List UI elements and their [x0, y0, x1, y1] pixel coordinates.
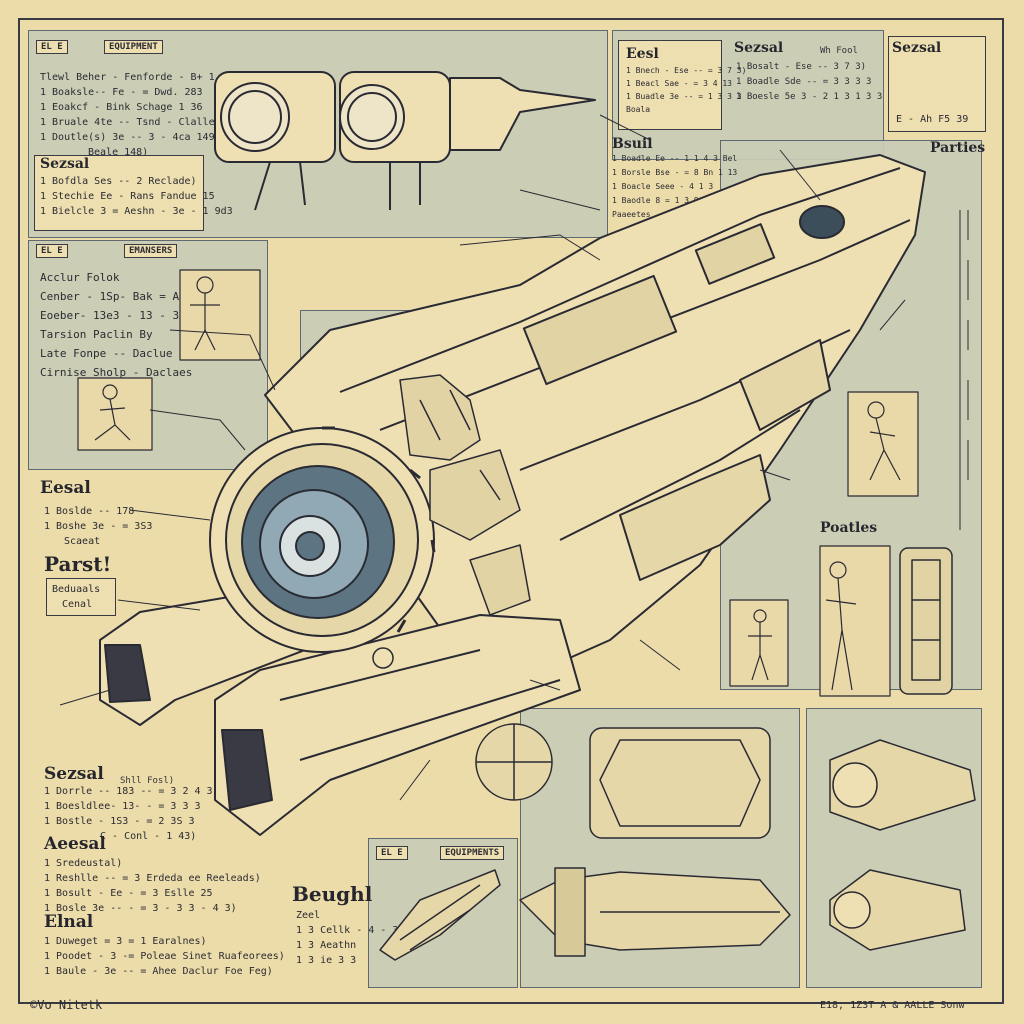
right-edge-ticks: [959, 210, 969, 530]
tag-equipment: EQUIPMENT: [104, 40, 163, 54]
human-figure-sketches: [77, 269, 919, 697]
equipment-list: Tlewl Beher - Fenforde - B+ 1 fal) 1 Boa…: [40, 72, 245, 158]
tag-el-2: EL E: [36, 244, 68, 258]
sezsal-bottom-note: Shll Fosl): [120, 776, 175, 786]
sezsal-bottom-title: Sezsal: [44, 764, 104, 784]
footer-code: E18, 1Z3T A & AALLE Sonw: [820, 1000, 965, 1011]
sezsal-bottom-list: 1 Dorrle -- 183 -- = 3 2 4 3 1 Boesldlee…: [44, 786, 213, 842]
parst-title: Parst!: [44, 552, 112, 576]
eesal-title: Eesal: [40, 478, 91, 498]
footer-signature: ©Vo Nitetk: [30, 998, 103, 1012]
tag-equipments: EQUIPMENTS: [440, 846, 505, 860]
parst-list: Beduaals Cenal: [52, 584, 101, 610]
beughl-title: Beughl: [292, 882, 373, 906]
sezsal-top-note: Wh Fool: [820, 46, 858, 56]
sezsal-tr-box: [888, 36, 986, 132]
eesal-list: 1 Boslde -- 178 1 Boshe 3e - = 3S3 Scaea…: [44, 506, 153, 547]
bsuil-list: 1 Boadle Ee -- 1 1 4 3 Bel 1 Borsle Bse …: [612, 154, 738, 219]
thumbnail-ship-sketch: [379, 869, 501, 961]
main-engine-ring: [209, 426, 436, 653]
sezsal-top-list: 1 Bosalt - Ese -- 3 7 3) 1 Boadle Sde --…: [736, 62, 899, 102]
tag-el-1: EL E: [36, 40, 68, 54]
parties-label: Parties: [930, 140, 986, 156]
sezsal-tr-title: Sezsal: [892, 40, 942, 56]
sezsal-top-title: Sezsal: [734, 40, 784, 56]
sezsal-left-box: [34, 155, 204, 231]
poatles-label: Poatles: [820, 520, 878, 536]
bsuil-title: Bsuil: [612, 136, 653, 152]
top-mid-list: 1 Bnech - Ese -- = 3 7 3) 1 Beacl Sae - …: [626, 66, 747, 114]
tag-el-3: EL E: [376, 846, 408, 860]
side-elevation-sketch: [899, 547, 953, 695]
elnal-title: Elnal: [44, 912, 94, 932]
plan-view-sketch: [475, 723, 791, 957]
tag-emansers: EMANSERS: [124, 244, 178, 258]
left-mid-list: Acclur Folok Cenber - 1Sp- Bak = A6e) Eo…: [40, 271, 206, 379]
top-mid-box: [618, 40, 722, 130]
top-mid-title: Eesl: [626, 46, 659, 62]
aeesal-list: 1 Sredeustal) 1 Reshlle -- = 3 Erdeda ee…: [44, 858, 261, 914]
engine-mechanics: [372, 374, 531, 669]
sheet-border: [18, 18, 1004, 1004]
callout-lines: [59, 114, 906, 801]
end-view-sketches: [829, 739, 976, 951]
elnal-list: 1 Duweget = 3 = 1 Earalnes) 1 Poodet - 3…: [44, 936, 285, 977]
beughl-list: Zeel 1 3 Cellk - 4 - 3 1 3 Aeathn 1 3 ie…: [296, 910, 399, 966]
twin-engine-pods-sketch: [214, 71, 596, 211]
sezsal-tr-sub: E - Ah F5 39: [896, 114, 969, 125]
parst-box: [46, 578, 116, 616]
aeesal-title: Aeesal: [44, 834, 106, 854]
sezsal-left-list: 1 Bofdla Ses -- 2 Reclade) 1 Stechie Ee …: [40, 176, 233, 217]
sezsal-left-title: Sezsal: [40, 156, 90, 172]
